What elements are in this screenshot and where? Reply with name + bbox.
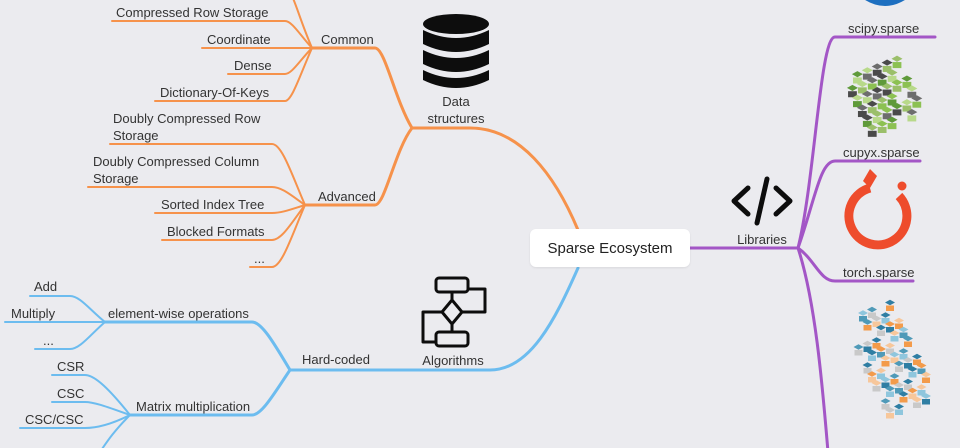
sparse-tensor-logo-icon xyxy=(853,299,931,419)
advanced-item-label: Sorted Index Tree xyxy=(161,197,264,212)
common-item-label: Dense xyxy=(234,58,272,73)
advanced-item-label: Storage xyxy=(113,128,159,143)
central-node-label: Sparse Ecosystem xyxy=(547,239,673,257)
elementwise-item-label: ... xyxy=(43,333,54,348)
data-structures-label: structures xyxy=(427,111,485,126)
hardcoded-label: Hard-coded xyxy=(302,352,370,367)
advanced-item-label: Storage xyxy=(93,171,139,186)
pytorch-logo-icon xyxy=(844,169,912,250)
cupy-logo-icon xyxy=(846,55,923,137)
common-item-label: Compressed Row Storage xyxy=(116,5,268,20)
libraries-branch xyxy=(688,35,937,448)
library-item-label: cupyx.sparse xyxy=(843,145,920,160)
matmul-label: Matrix multiplication xyxy=(136,399,250,414)
common-item-label: Dictionary-Of-Keys xyxy=(160,85,270,100)
common-label: Common xyxy=(321,32,374,47)
advanced-item-label: Blocked Formats xyxy=(167,224,265,239)
advanced-item-label: Doubly Compressed Column xyxy=(93,154,259,169)
libraries-label: Libraries xyxy=(737,232,787,247)
algorithms-branch xyxy=(103,266,580,417)
matmul-item-label: CSR xyxy=(57,359,84,374)
matmul-item-label: CSC/CSC xyxy=(25,412,84,427)
library-item-label: torch.sparse xyxy=(843,265,915,280)
data-structures-label: Data xyxy=(442,94,470,109)
library-logo-icon xyxy=(865,0,905,6)
library-item-label: scipy.sparse xyxy=(848,21,919,36)
code-icon xyxy=(731,176,793,226)
elementwise-item-label: Multiply xyxy=(11,306,56,321)
database-icon xyxy=(423,14,489,88)
elementwise-item-label: Add xyxy=(34,279,57,294)
matmul-item-label: CSC xyxy=(57,386,84,401)
advanced-label: Advanced xyxy=(318,189,376,204)
algorithms-label: Algorithms xyxy=(422,353,484,368)
data-structures-branch xyxy=(303,46,580,232)
central-node[interactable]: Sparse Ecosystem xyxy=(530,229,690,267)
advanced-item-label: Doubly Compressed Row xyxy=(113,111,261,126)
elementwise-label: element-wise operations xyxy=(108,306,249,321)
common-item-label: Coordinate xyxy=(207,32,271,47)
advanced-item-label: ... xyxy=(254,251,265,266)
flowchart-icon xyxy=(421,276,487,348)
